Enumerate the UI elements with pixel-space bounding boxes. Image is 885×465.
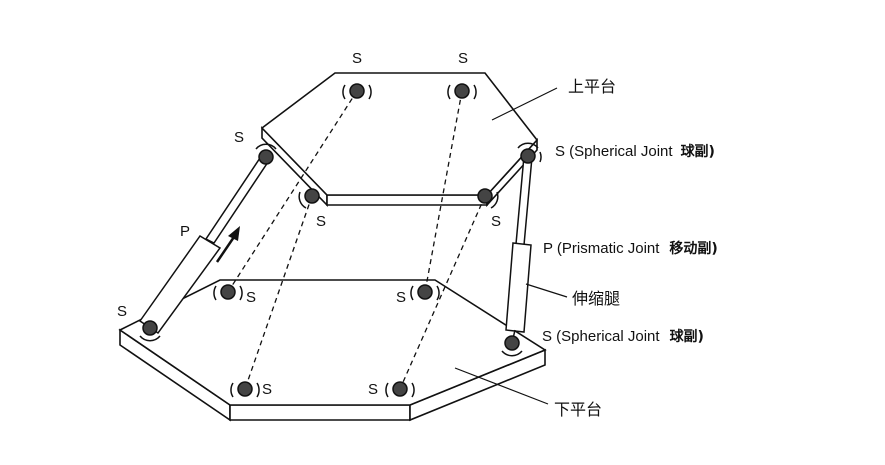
- upper-platform: [260, 72, 539, 208]
- joint-label: S: [246, 289, 256, 306]
- joint-label: S: [262, 381, 272, 398]
- right-leg: [505, 155, 533, 344]
- motion-arrow: [215, 226, 240, 263]
- joint-labels: S S S S S S S S S S: [117, 50, 501, 398]
- joint-label: S: [396, 289, 406, 306]
- joint-label: S: [316, 213, 326, 230]
- leader-lines: [454, 87, 568, 405]
- joint-label: S: [368, 381, 378, 398]
- hidden-legs: [227, 90, 486, 390]
- prismatic-symbol: P: [180, 223, 190, 240]
- joint-label: S: [117, 303, 127, 320]
- joint-label: S: [491, 213, 501, 230]
- lower-platform: [118, 279, 547, 422]
- joint-label: S: [234, 129, 244, 146]
- spherical-joints: [139, 83, 542, 398]
- joint-label: S: [352, 50, 362, 67]
- lower-platform-label: 下平台: [554, 400, 602, 419]
- joint-label: S: [458, 50, 468, 67]
- telescopic-leg-label: 伸缩腿: [572, 289, 620, 308]
- upper-platform-label: 上平台: [568, 77, 616, 96]
